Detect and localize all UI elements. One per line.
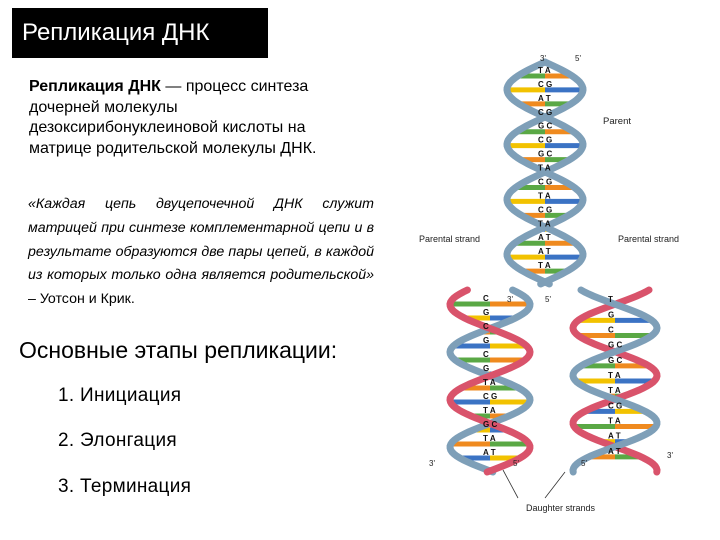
base-pair-label: C G bbox=[538, 80, 552, 89]
base-pair-label: A T bbox=[538, 233, 551, 242]
label-parental-strand-left: Parental strand bbox=[419, 234, 480, 244]
dna-strand bbox=[569, 286, 661, 476]
base-pair-label: T A bbox=[483, 434, 496, 443]
base-pair-label: G C bbox=[538, 122, 552, 131]
base-pair-label: G C bbox=[608, 356, 622, 365]
slide-title: Репликация ДНК bbox=[12, 8, 268, 58]
dna-strand bbox=[569, 286, 661, 476]
end-label: 3' bbox=[540, 54, 546, 63]
definition-paragraph: Репликация ДНК — процесс синтеза дочерне… bbox=[29, 77, 369, 159]
base-pair-label: C G bbox=[483, 392, 497, 401]
base-pair-label: C bbox=[483, 350, 489, 359]
definition-term: Репликация ДНК bbox=[29, 78, 161, 95]
base-pair-label: C bbox=[608, 326, 614, 335]
base-pair-label: T A bbox=[608, 371, 621, 380]
dna-strand bbox=[446, 286, 534, 476]
base-pair-label: A T bbox=[608, 432, 621, 441]
stages-heading: Основные этапы репликации: bbox=[19, 337, 338, 363]
dna-replication-figure: T A C G A T C G G C C G G C T A C G T A C G T A A T A… bbox=[419, 54, 679, 513]
stage-item: 3. Терминация bbox=[58, 476, 192, 497]
end-label: 3' bbox=[507, 295, 513, 304]
dna-strands bbox=[446, 58, 661, 476]
base-pair-label: C bbox=[483, 294, 489, 303]
base-pair-label: T A bbox=[538, 219, 551, 228]
base-pair-label: C G bbox=[608, 401, 622, 410]
label-parent: Parent bbox=[603, 116, 631, 127]
end-label: 5' bbox=[545, 295, 551, 304]
base-pair-labels: T A C G A T C G G C C G G C T A C G T A C G T A A T A… bbox=[483, 66, 622, 457]
base-pair-label: C G bbox=[538, 136, 552, 145]
base-pair-label: T bbox=[608, 295, 613, 304]
end-label: 5' bbox=[575, 54, 581, 63]
slide-title-text: Репликация ДНК bbox=[22, 19, 210, 46]
end-label: 3' bbox=[429, 459, 435, 468]
base-pair-label: G C bbox=[483, 420, 497, 429]
base-pair-label: C G bbox=[538, 205, 552, 214]
base-pair-label: C G bbox=[538, 177, 552, 186]
base-pair-label: G bbox=[608, 310, 614, 319]
base-pair-label: A T bbox=[538, 94, 551, 103]
base-pair-label: A T bbox=[483, 448, 496, 457]
base-pair-label: C bbox=[483, 322, 489, 331]
dna-strand bbox=[446, 286, 534, 476]
base-pair-label: C G bbox=[538, 108, 552, 117]
base-pair-label: T A bbox=[538, 66, 551, 75]
quote-author: – Уотсон и Крик. bbox=[28, 291, 135, 308]
label-parental-strand-right: Parental strand bbox=[618, 234, 679, 244]
end-label: 3' bbox=[667, 451, 673, 460]
base-pair-label: T A bbox=[483, 378, 496, 387]
end-label: 5' bbox=[513, 459, 519, 468]
watson-crick-quote: «Каждая цепь двуцепочечной ДНК служит ма… bbox=[28, 193, 374, 312]
end-label: 5' bbox=[581, 459, 587, 468]
base-pair-label: G C bbox=[538, 150, 552, 159]
stage-item: 1. Инициация bbox=[58, 385, 182, 406]
base-pair-label: G bbox=[483, 308, 489, 317]
base-pair-label: T A bbox=[483, 406, 496, 415]
base-pair-label: T A bbox=[608, 417, 621, 426]
base-pair-label: G C bbox=[608, 341, 622, 350]
base-pair-label: A T bbox=[538, 247, 551, 256]
label-daughter-strands: Daughter strands bbox=[526, 503, 596, 513]
base-pair-label: G bbox=[483, 364, 489, 373]
base-pair-label: G bbox=[483, 336, 489, 345]
base-pair-label: T A bbox=[538, 261, 551, 270]
base-pair-label: T A bbox=[538, 191, 551, 200]
base-pair-label: T A bbox=[538, 164, 551, 173]
quote-text: «Каждая цепь двуцепочечной ДНК служит ма… bbox=[28, 196, 374, 284]
base-pair-label: A T bbox=[608, 447, 621, 456]
stage-item: 2. Элонгация bbox=[58, 430, 177, 451]
base-pair-label: T A bbox=[608, 386, 621, 395]
definition-text: — процесс синтеза дочерней молекулы дезо… bbox=[29, 78, 317, 157]
dna-strand bbox=[503, 58, 587, 288]
